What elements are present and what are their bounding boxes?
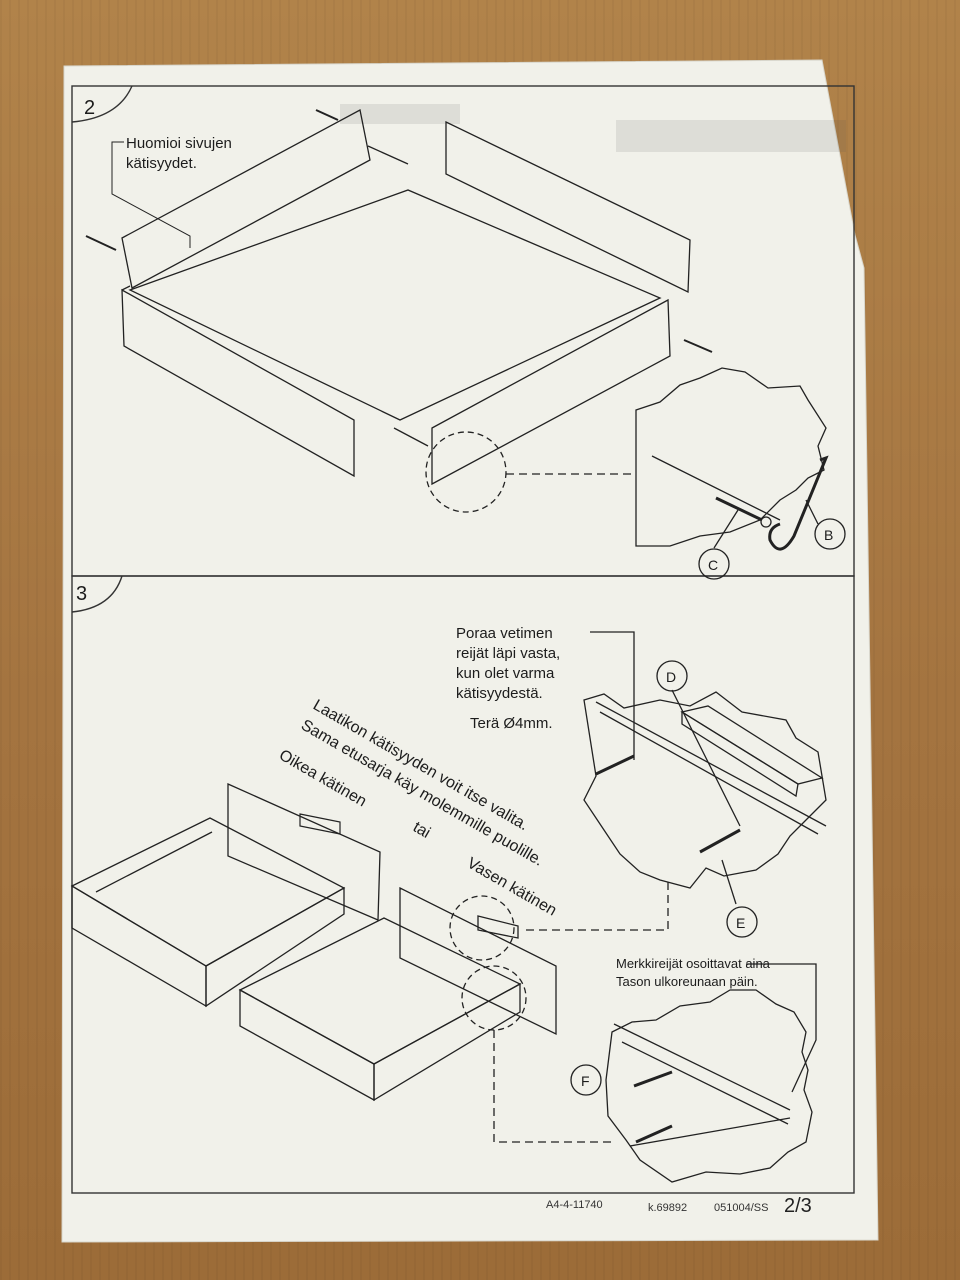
footer-code-1: A4-4-11740 (546, 1199, 603, 1211)
drill-note-line4: kätisyydestä. (456, 685, 543, 702)
marker-note-line1: Merkkireijät osoittavat aina (616, 956, 771, 971)
step2-note-leader (111, 141, 191, 248)
show-through-text (340, 104, 846, 152)
drill-note-line2: reijät läpi vasta, (456, 645, 560, 662)
step2-bed-frame-illustration (85, 109, 713, 513)
step3-marker-holes-detail (570, 963, 817, 1183)
step3-drawer-illustration (70, 782, 669, 1143)
part-label-b: B (824, 527, 833, 543)
part-label-c: C (708, 557, 718, 573)
footer-code-2: k.69892 (648, 1202, 687, 1214)
step2-note-line2: kätisyydet. (126, 155, 197, 172)
drill-note-line3: kun olet varma (456, 665, 555, 682)
step3-number: 3 (76, 583, 87, 605)
or-label: tai (410, 819, 433, 842)
marker-note-line2: Tason ulkoreunaan päin. (616, 974, 758, 989)
step2-detail-zoom (635, 367, 846, 580)
step-frames (71, 85, 855, 1194)
part-label-f: F (581, 1073, 590, 1089)
part-label-d: D (666, 669, 676, 685)
step2-number: 2 (84, 97, 95, 119)
part-label-e: E (736, 915, 745, 931)
step2-note-line1: Huomioi sivujen (126, 135, 232, 152)
footer-code-3: 051004/SS (714, 1202, 768, 1214)
step3-handle-detail (583, 631, 827, 938)
page-number: 2/3 (784, 1195, 812, 1217)
drill-bit-note: Terä Ø4mm. (470, 715, 553, 732)
drill-note-line1: Poraa vetimen (456, 625, 553, 642)
